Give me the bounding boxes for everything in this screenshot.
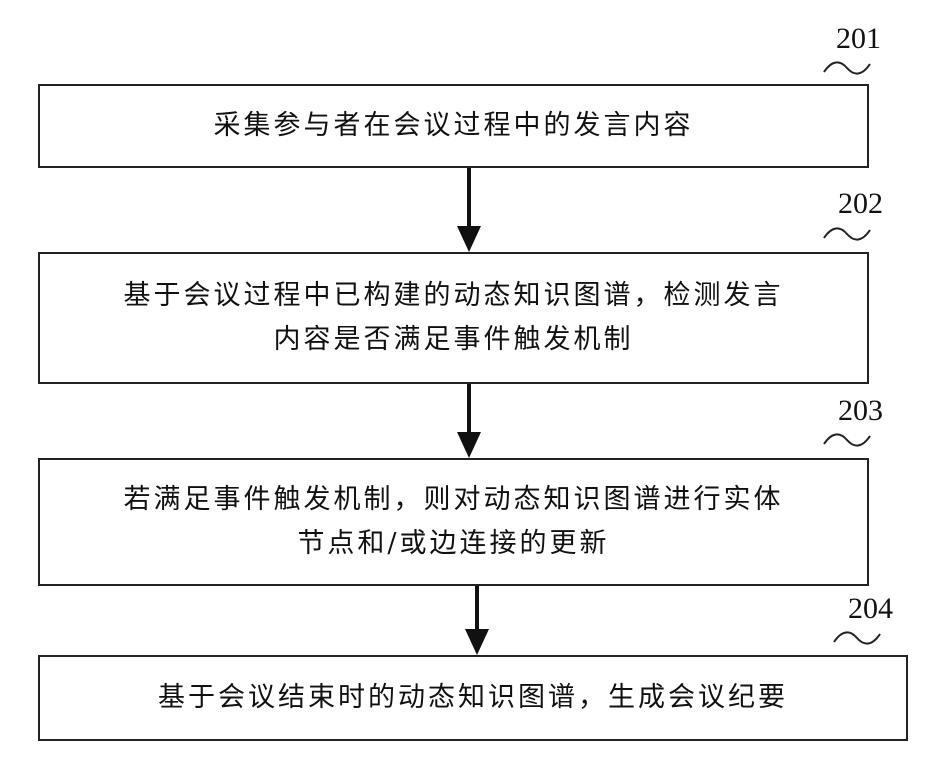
step-box-201: 采集参与者在会议过程中的发言内容 [38,84,869,168]
arrow-201-to-202 [454,168,484,252]
leader-tilde-204 [832,628,882,648]
step-label-201: 201 [836,22,881,56]
step-label-202: 202 [838,187,883,221]
step-label-204: 204 [848,592,893,626]
step-box-204: 基于会议结束时的动态知识图谱，生成会议纪要 [38,655,908,741]
arrow-203-to-204 [462,586,492,655]
step-text-204-line-1: 基于会议结束时的动态知识图谱，生成会议纪要 [158,676,788,720]
leader-tilde-203 [822,430,872,450]
leader-tilde-202 [822,224,872,244]
step-text-203-line-2: 节点和/或边连接的更新 [124,522,784,566]
leader-tilde-201 [822,58,872,78]
step-text-202-line-2: 内容是否满足事件触发机制 [124,318,784,362]
step-text-201-line-1: 采集参与者在会议过程中的发言内容 [214,104,694,148]
step-label-203: 203 [838,394,883,428]
step-box-203: 若满足事件触发机制，则对动态知识图谱进行实体 节点和/或边连接的更新 [38,458,869,586]
step-text-203-line-1: 若满足事件触发机制，则对动态知识图谱进行实体 [124,478,784,522]
step-text-202-line-1: 基于会议过程中已构建的动态知识图谱，检测发言 [124,274,784,318]
step-box-202: 基于会议过程中已构建的动态知识图谱，检测发言 内容是否满足事件触发机制 [38,252,869,384]
arrow-202-to-203 [454,384,484,458]
